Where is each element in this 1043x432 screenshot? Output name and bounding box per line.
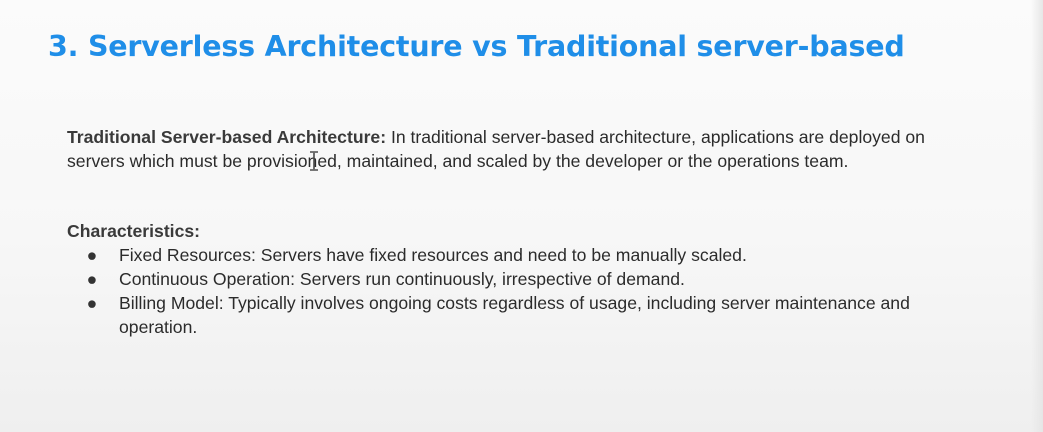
bullet-icon: ● — [86, 293, 98, 313]
intro-paragraph: Traditional Server-based Architecture: I… — [67, 125, 947, 173]
bullet-icon: ● — [86, 245, 98, 265]
characteristics-list: ● Fixed Resources: Servers have fixed re… — [67, 243, 987, 339]
characteristic-text: Fixed Resources: Servers have fixed reso… — [119, 245, 747, 265]
characteristic-text: Billing Model: Typically involves ongoin… — [119, 293, 910, 337]
slide-edge-shadow — [1031, 0, 1043, 432]
intro-text: In traditional server-based architecture… — [67, 127, 925, 171]
list-item: ● Fixed Resources: Servers have fixed re… — [67, 243, 987, 267]
intro-lead: Traditional Server-based Architecture: — [67, 127, 387, 147]
slide-title: 3. Serverless Architecture vs Traditiona… — [48, 30, 905, 63]
characteristics-heading: Characteristics: — [67, 221, 200, 241]
characteristic-text: Continuous Operation: Servers run contin… — [119, 269, 685, 289]
list-item: ● Continuous Operation: Servers run cont… — [67, 267, 987, 291]
list-item: ● Billing Model: Typically involves ongo… — [67, 291, 987, 339]
bullet-icon: ● — [86, 269, 98, 289]
text-cursor-icon — [310, 151, 318, 171]
